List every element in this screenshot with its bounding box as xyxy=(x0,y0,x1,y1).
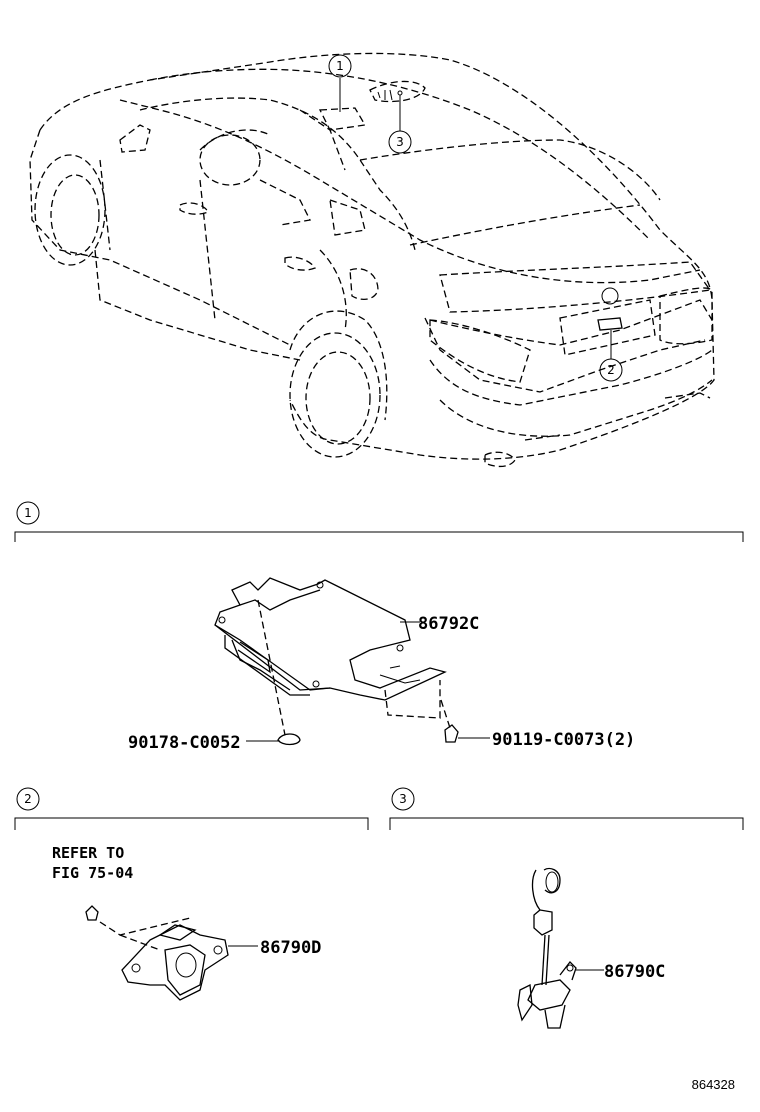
figure-reference-number: 864328 xyxy=(692,1077,735,1092)
svg-text:86792C: 86792C xyxy=(418,614,479,634)
svg-text:2: 2 xyxy=(607,363,615,377)
callout-3: 3 xyxy=(388,90,412,154)
screw-part: 90119-C0073(2) xyxy=(444,724,635,750)
svg-text:90119-C0073(2): 90119-C0073(2) xyxy=(492,730,635,750)
svg-text:2: 2 xyxy=(24,792,32,806)
ecu-unit xyxy=(214,577,451,736)
svg-text:FIG 75-04: FIG 75-04 xyxy=(52,864,133,882)
callout-2: 2 xyxy=(599,330,623,382)
ecu-label: 86792C xyxy=(400,614,479,634)
rear-camera: 86790D xyxy=(99,917,321,1001)
svg-text:3: 3 xyxy=(399,792,407,806)
callout-1: 1 xyxy=(328,54,352,112)
refer-note: REFER TO FIG 75-04 xyxy=(52,844,133,921)
svg-text:REFER TO: REFER TO xyxy=(52,844,124,862)
svg-text:1: 1 xyxy=(24,506,32,520)
vehicle-illustration xyxy=(29,52,715,468)
section-3-header: 3 xyxy=(389,787,744,830)
svg-text:90178-C0052: 90178-C0052 xyxy=(128,733,241,753)
svg-text:3: 3 xyxy=(396,135,404,149)
svg-text:1: 1 xyxy=(336,59,344,73)
clip-part: 90178-C0052 xyxy=(128,733,301,753)
section-1-header: 1 xyxy=(14,501,744,542)
svg-text:86790D: 86790D xyxy=(260,938,321,958)
section-2-header: 2 xyxy=(14,787,369,830)
svg-text:86790C: 86790C xyxy=(604,962,665,982)
front-camera: 86790C xyxy=(517,867,665,1029)
